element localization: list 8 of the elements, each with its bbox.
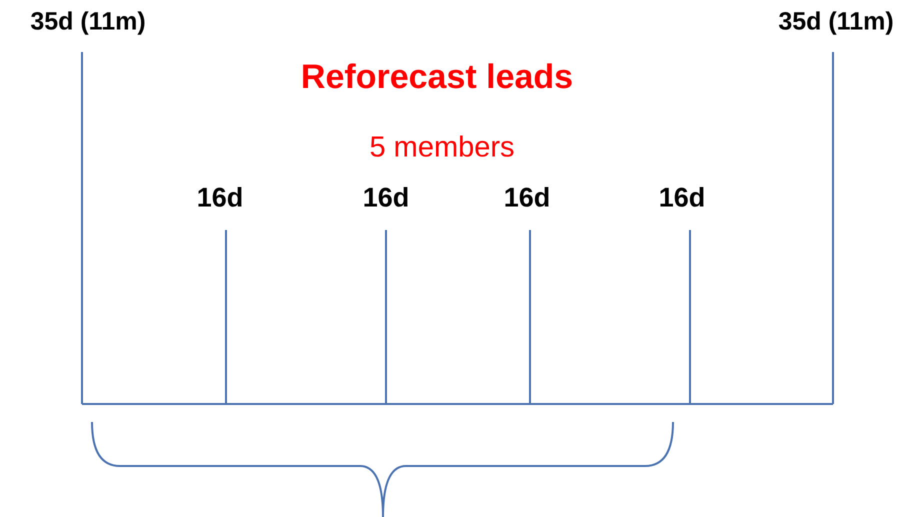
lead-time-label: 16d	[196, 184, 244, 212]
lead-time-label: 35d (11m)	[30, 10, 146, 34]
member-count-label: 5 members	[369, 134, 515, 162]
lead-time-label: 35d (11m)	[778, 10, 894, 34]
lead-time-label: 16d	[504, 184, 550, 212]
lead-time-label: 16d	[658, 184, 706, 212]
title: Reforecast leads	[300, 60, 574, 94]
lead-time-label: 16d	[362, 184, 410, 212]
